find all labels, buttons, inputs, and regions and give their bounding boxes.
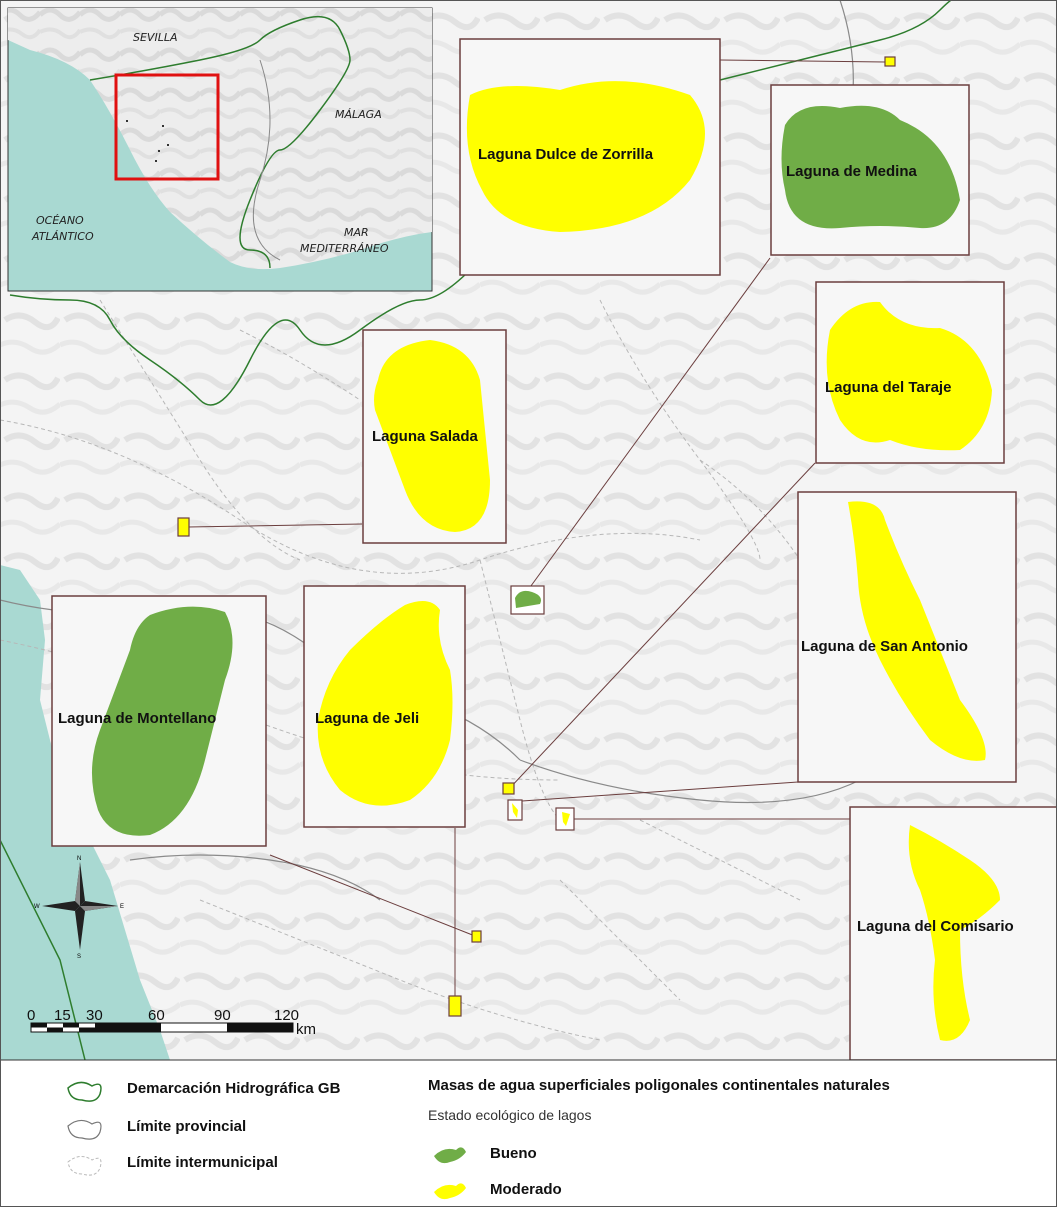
north-arrow-w: W (34, 904, 40, 910)
scale-bar: 0 15 30 60 90 120 km (27, 1007, 316, 1038)
marker-montellano (471, 930, 482, 943)
locator-inset: SEVILLA MÁLAGA OCÉANO ATLÁNTICO MAR MEDI… (7, 7, 433, 292)
demarcation-boundary-2 (719, 0, 960, 81)
lagoon-label-dulce-zorrilla: Laguna Dulce de Zorrilla (478, 146, 654, 163)
lagoon-inset-medina: Laguna de Medina (770, 84, 970, 256)
lagoon-inset-jeli: Laguna de Jeli (303, 585, 466, 828)
marker-jeli (448, 995, 462, 1017)
lagoon-label-taraje: Laguna del Taraje (825, 379, 951, 396)
legend-class-bueno: Bueno (490, 1145, 537, 1162)
legend (0, 1059, 1057, 1207)
location-markers (177, 56, 896, 1017)
lagoon-inset-salada: Laguna Salada (362, 329, 507, 544)
legend-symbol-provincial (67, 1119, 102, 1140)
lagoon-label-jeli: Laguna de Jeli (315, 710, 419, 727)
legend-subtitle: Estado ecológico de lagos (428, 1107, 592, 1123)
legend-label-provincial: Límite provincial (127, 1118, 247, 1135)
legend-symbol-intermunicipal (67, 1156, 102, 1176)
legend-label-demarcation: Demarcación Hidrográfica GB (127, 1080, 341, 1097)
lagoon-label-salada: Laguna Salada (372, 428, 479, 445)
lagoon-label-montellano: Laguna de Montellano (58, 710, 216, 727)
scale-tick-label: 90 (214, 1007, 231, 1024)
lagoon-inset-dulce-zorrilla: Laguna Dulce de Zorrilla (459, 38, 721, 276)
lagoon-inset-taraje: Laguna del Taraje (815, 281, 1005, 464)
locator-land (8, 8, 432, 270)
scale-tick-label: 120 (274, 1007, 299, 1024)
marker-salada (177, 517, 190, 537)
locator-label-sevilla: SEVILLA (133, 31, 177, 44)
locator-province-line (252, 59, 281, 261)
legend-symbol-demarcation (67, 1081, 102, 1102)
scale-unit: km (296, 1021, 316, 1038)
north-arrow-e: E (120, 904, 124, 910)
scale-tick-label: 0 (27, 1007, 35, 1024)
leader-lines (187, 59, 886, 1000)
marker-taraje (502, 782, 515, 795)
scale-tick-label: 60 (148, 1007, 165, 1024)
lagoon-inset-montellano: Laguna de Montellano (51, 595, 267, 847)
legend-title: Masas de agua superficiales poligonales … (428, 1077, 890, 1094)
legend-class-moderado: Moderado (490, 1181, 562, 1198)
locator-label-oceano-1: OCÉANO (36, 214, 84, 227)
legend-swatch-moderado (434, 1183, 466, 1200)
locator-label-mar-2: MEDITERRÁNEO (300, 242, 389, 255)
locator-demarcation (89, 15, 351, 269)
scale-tick-label: 15 (54, 1007, 71, 1024)
north-arrow-s: S (77, 954, 81, 960)
sea-area (0, 565, 170, 1060)
lagoon-label-comisario: Laguna del Comisario (857, 918, 1014, 935)
locator-label-malaga: MÁLAGA (335, 108, 382, 121)
legend-label-intermunicipal: Límite intermunicipal (127, 1154, 278, 1171)
lagoon-label-san-antonio: Laguna de San Antonio (801, 638, 968, 655)
locator-label-mar-1: MAR (344, 226, 369, 239)
north-arrow-n: N (77, 856, 81, 862)
lagoon-inset-san-antonio: Laguna de San Antonio (797, 491, 1017, 783)
lagoon-inset-comisario: Laguna del Comisario (849, 806, 1057, 1061)
scale-tick-label: 30 (86, 1007, 103, 1024)
legend-swatch-bueno (434, 1147, 466, 1164)
marker-dulce-zorrilla (884, 56, 896, 67)
locator-label-oceano-2: ATLÁNTICO (31, 230, 94, 243)
locator-extent-box (114, 73, 220, 181)
north-arrow: N S E W (34, 856, 124, 960)
lagoon-label-medina: Laguna de Medina (786, 163, 918, 180)
